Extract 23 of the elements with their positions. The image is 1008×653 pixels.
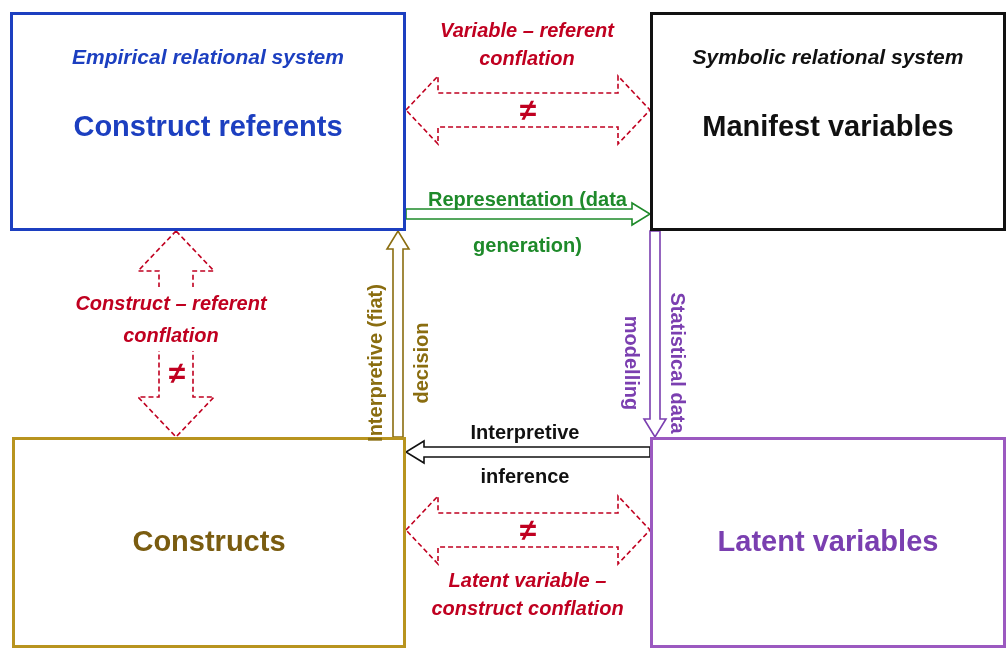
box-title: Constructs xyxy=(131,525,287,558)
not-equal-sign: ≠ xyxy=(167,358,187,388)
edge-label: Latent variable – construct conflation xyxy=(430,568,625,621)
system-heading: Empirical relational system xyxy=(71,45,345,69)
edge-label: Variable – referent conflation xyxy=(439,18,616,71)
system-box xyxy=(650,437,1006,648)
box-title: Latent variables xyxy=(716,525,940,558)
block-arrow xyxy=(404,74,652,146)
box-title: Manifest variables xyxy=(701,110,955,143)
block-arrow xyxy=(642,230,668,439)
system-box xyxy=(650,12,1006,231)
edge-label: Interpretive inference xyxy=(469,420,581,489)
not-equal-sign: ≠ xyxy=(518,95,538,125)
block-arrow xyxy=(404,439,651,465)
not-equal-sign: ≠ xyxy=(518,515,538,545)
block-arrow xyxy=(404,494,652,566)
system-heading: Symbolic relational system xyxy=(691,45,965,69)
block-arrow xyxy=(405,201,652,227)
edge-label: Representation (data generation) xyxy=(427,187,628,258)
block-arrow xyxy=(385,229,411,438)
system-box xyxy=(10,12,406,231)
edge-label: Statistical data modelling xyxy=(620,291,690,436)
box-title: Construct referents xyxy=(72,110,344,143)
